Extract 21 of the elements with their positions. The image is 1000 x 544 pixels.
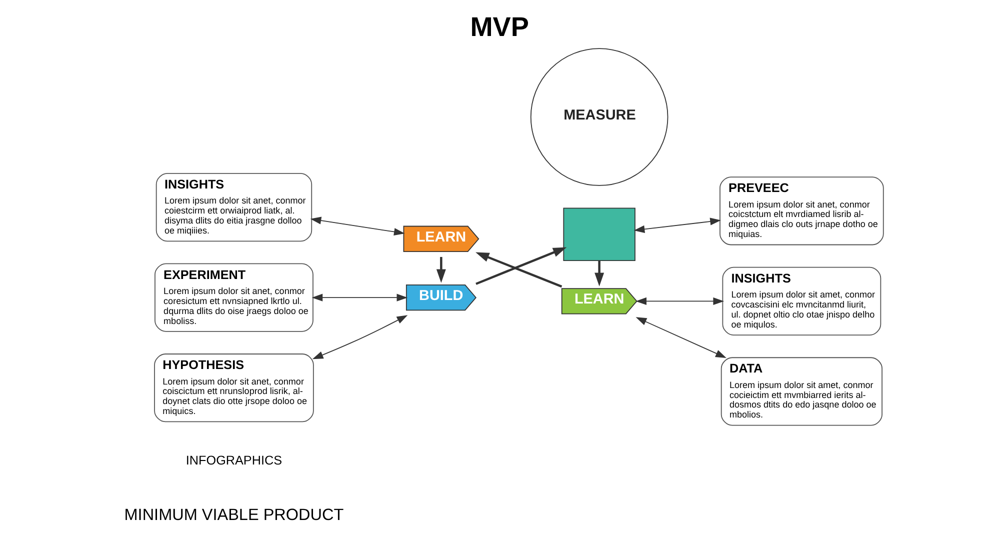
label: MINIMUM VIABLE PRODUCT xyxy=(124,506,344,524)
diagram-title: MVP xyxy=(470,11,529,42)
arrow xyxy=(312,315,408,360)
node-box xyxy=(563,208,636,262)
arrow xyxy=(636,297,724,305)
arrow xyxy=(312,294,408,302)
arrow xyxy=(476,252,562,288)
node-box: HYPOTHESIS Lorem ipsum dolor sit anet, conmor coiscictum ett nrunsloprod lisrik, al- doynet clats dio otte jrsope doloo oe miquics. xyxy=(154,354,314,422)
arrow xyxy=(436,256,446,283)
arrow xyxy=(310,216,405,236)
node-box: INSIGHTS Lorem ipsum dolor sit anet, conmor coiestcirm ett orwiaiprod liatk, al. disyma dlits do eitia jrasgne dolloo oe miqiiies. xyxy=(156,172,312,242)
node-box: PREVEEC Lorem ipsum dolor sit anet, conmor coicstctum elt mvrdiamed lisrib al- digmeo dlais clo outs jrnape dotho oe miquias. xyxy=(720,176,884,246)
node-box: INSIGHTS Lorem ipsum dolor sit amet, conmor covcascisini elc mvncitanmd liurit, ul. dopnet oltio clo otae jnispo delho oe miqulos. xyxy=(722,266,882,336)
arrow xyxy=(636,317,726,358)
arrow xyxy=(594,260,604,286)
node-box: DATA Lorem ipsum dolor sit amet, conmor cocieictim ett mvmbiarred ierits al- dosmos dtits do edo jasqne doloo oe mbolios. xyxy=(720,357,882,426)
label: INFOGRAPHICS xyxy=(186,453,282,468)
node-box: EXPERIMENT Lorem ipsum dolor sit anet, conmor coresictum ett nvnsiapned lkrtlo ul. dqurma dlits do oise jraegs doloo oe mboliss. xyxy=(154,263,314,332)
node-circle: MEASURE xyxy=(530,48,668,186)
arrow xyxy=(476,247,567,285)
arrow xyxy=(634,218,721,233)
